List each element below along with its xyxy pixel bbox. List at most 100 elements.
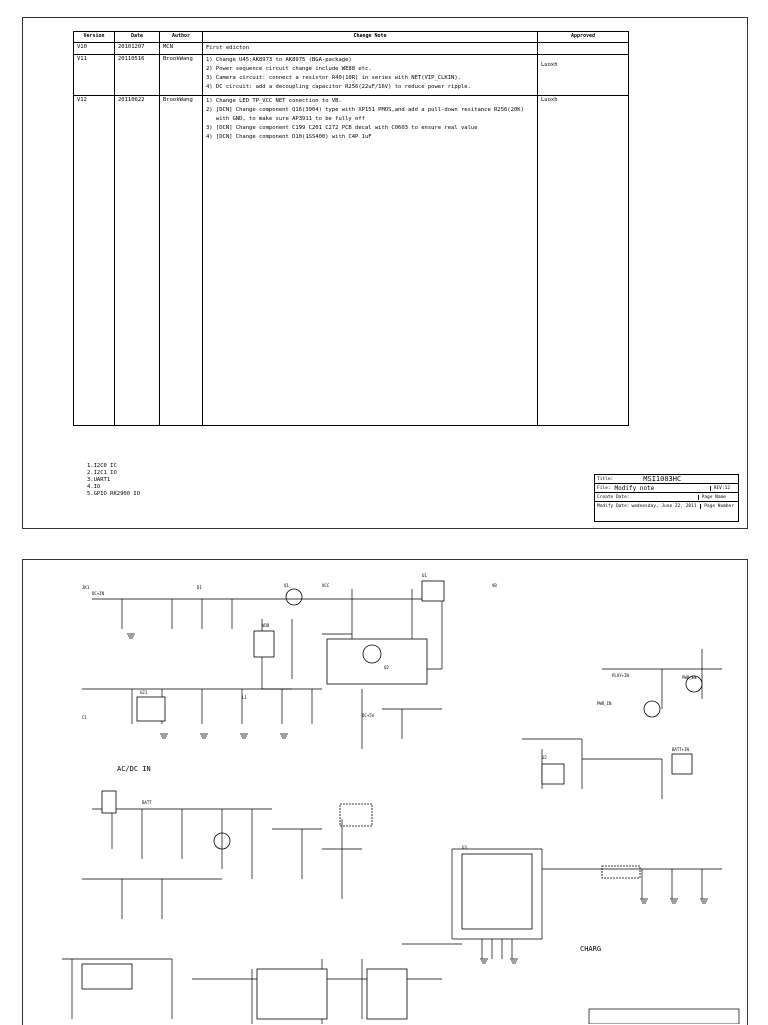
modify-row: Modify Date: wednesday, June 22, 2011 Pa… (595, 502, 738, 510)
transistor-symbol (362, 644, 382, 664)
list-item: 2.I2C1 IO (87, 470, 117, 476)
version-cell: V12 (73, 95, 115, 426)
net-label: PLAY+IN (612, 673, 629, 678)
part-label: C1 (82, 715, 87, 720)
note-line: 1) Change LED TP_VCC NET conection to VB… (206, 98, 342, 104)
page-label: Page Name (697, 494, 726, 500)
net-label: BATT+IN (672, 747, 689, 752)
ic-block (136, 696, 166, 722)
note-line: with GND, to make sure AP3911 to be full… (206, 116, 365, 122)
ic-block (81, 963, 133, 990)
col-version: Version (73, 31, 115, 43)
net-label: VDD (262, 623, 270, 628)
version-cell: V11 (73, 54, 115, 96)
col-change-note: Change Note (202, 31, 538, 43)
transistors (213, 588, 703, 879)
part-label: U21 (140, 690, 148, 695)
part-label: Q1 (284, 583, 289, 588)
note-cell: First edicton (202, 42, 538, 55)
list-item: 5.GPIO RK2900 IO (87, 491, 140, 497)
file-value: Modify note (614, 484, 655, 492)
approved-cell (537, 42, 629, 55)
rev-value: REV:12 (709, 485, 730, 491)
part-label: Q2 (384, 665, 389, 670)
revision-table-header: Version Date Author Change Note Approved (73, 31, 629, 43)
modify-label: Modify Date: (597, 503, 630, 509)
schematic-sheet (22, 559, 748, 1025)
transistor-symbol (285, 588, 303, 606)
approved-cell: Luoxh (537, 95, 629, 426)
part-label: U1 (422, 573, 427, 578)
title-block-partial (588, 1008, 740, 1024)
modify-value: wednesday, June 22, 2011 (631, 503, 697, 509)
note-cell: 1) Change LED TP_VCC NET conection to VB… (202, 95, 538, 426)
list-item: 3.UART1 (87, 477, 111, 483)
part-label: U3 (462, 845, 467, 850)
part-label: JK1 (82, 585, 90, 590)
ic-block (101, 790, 117, 814)
ic-block (256, 968, 328, 1020)
title-label: Title: (597, 476, 614, 482)
col-approved: Approved (537, 31, 629, 43)
ic-block (366, 968, 408, 1020)
ic-blocks (81, 580, 693, 1020)
note-line: 2) [DCN] Change component Q16(3904) type… (206, 107, 524, 113)
table-row: V10 20101207 MCN First edicton (73, 42, 629, 55)
date-cell: 20110516 (114, 54, 160, 96)
table-row: V11 20110516 BrookWang 1) Change U45:AK8… (73, 54, 629, 96)
create-label: Create Date: (597, 494, 630, 500)
transistor-symbol (213, 832, 231, 850)
net-label: VB (492, 583, 497, 588)
net-label: PWR_IN (597, 701, 612, 706)
schematic-wires (62, 589, 722, 1024)
author-cell: BrookWang (159, 95, 203, 426)
file-row: File: Modify note REV:12 (595, 484, 738, 493)
author-cell: BrookWang (159, 54, 203, 96)
title-block: Title: MSI1003HC File: Modify note REV:1… (594, 474, 739, 522)
ic-block (541, 763, 565, 785)
ic-block (461, 853, 533, 930)
note-line: 4) DC circuit: add a decoupling capacito… (206, 84, 471, 90)
charge-section-label: CHARG (580, 945, 601, 953)
ground-symbols (127, 633, 708, 964)
title-value: MSI1003HC (643, 475, 682, 483)
page-number-label: Page Number (700, 503, 734, 509)
table-row: V12 20110622 BrookWang 1) Change LED TP_… (73, 95, 629, 426)
revision-table: Version Date Author Change Note Approved… (73, 31, 629, 426)
approved-cell: Luoxh (537, 54, 629, 96)
note-line: 2) Power sequence circuit change include… (206, 66, 372, 72)
part-label: U2 (542, 755, 547, 760)
net-label: PWR_EN (682, 675, 697, 680)
note-line: 1) Change U45:AK8973 to AK8975 (BGA-pack… (206, 57, 352, 63)
part-label: L1 (242, 695, 247, 700)
title-row: Title: MSI1003HC (595, 475, 738, 484)
author-cell: MCN (159, 42, 203, 55)
col-date: Date (114, 31, 160, 43)
dashed-box (601, 865, 641, 879)
list-item: 1.I2C0 IC (87, 463, 117, 469)
date-cell: 20101207 (114, 42, 160, 55)
acdc-section-label: AC/DC IN (117, 765, 151, 773)
col-author: Author (159, 31, 203, 43)
led-box (339, 803, 373, 827)
approved-name: Luoxh (541, 62, 558, 68)
note-cell: 1) Change U45:AK8973 to AK8975 (BGA-pack… (202, 54, 538, 96)
note-line: 3) Camera circuit: connect a resistor R4… (206, 75, 461, 81)
ic-block (253, 630, 275, 658)
ic-block (421, 580, 445, 602)
ic-block (671, 753, 693, 775)
version-cell: V10 (73, 42, 115, 55)
part-label: D1 (197, 585, 202, 590)
net-label: VCC (322, 583, 330, 588)
date-cell: 20110622 (114, 95, 160, 426)
schematic-labels: AC/DC IN CHARG DC+IN VCC VDD VB BATT PWR… (82, 573, 697, 953)
schematic-drawing: AC/DC IN CHARG DC+IN VCC VDD VB BATT PWR… (62, 573, 740, 1024)
create-row: Create Date: Page Name (595, 493, 738, 502)
net-label: DC+IN (92, 591, 105, 596)
revision-sheet: Version Date Author Change Note Approved… (22, 17, 748, 529)
list-item: 4.IO (87, 484, 101, 490)
note-line: 3) [DCN] Change component C199 C201 C272… (206, 125, 478, 131)
note-line: 4) [DCN] Change component D10(1SS400) wi… (206, 134, 372, 140)
net-label: BATT (142, 800, 152, 805)
page-gap (0, 530, 768, 558)
